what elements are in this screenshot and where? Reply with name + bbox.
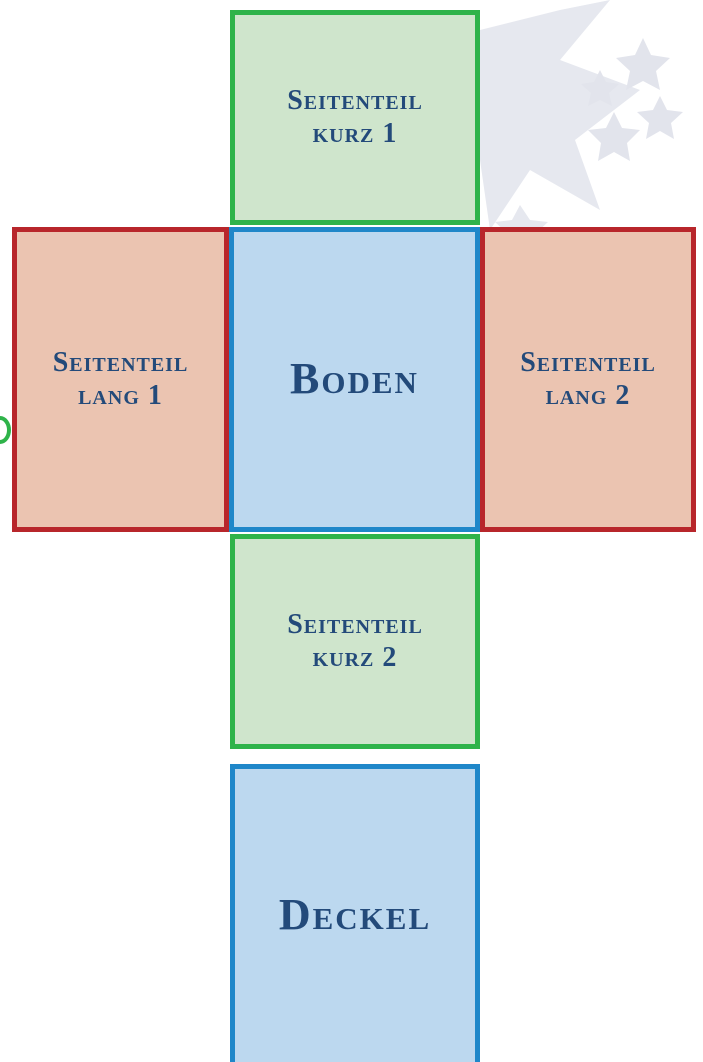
small-star-icon bbox=[588, 112, 640, 161]
panel-label: Seitenteil lang 2 bbox=[520, 347, 656, 411]
panel-label: Seitenteil lang 1 bbox=[52, 347, 189, 411]
panel-label: Seitenteil kurz 1 bbox=[287, 85, 423, 149]
panel-label: Seitenteil kurz 2 bbox=[287, 609, 423, 673]
small-star-icon bbox=[637, 96, 683, 139]
panel-seitenteil-kurz-2: Seitenteil kurz 2 bbox=[230, 534, 480, 749]
small-star-icon bbox=[616, 38, 670, 90]
large-star-icon bbox=[480, 0, 640, 230]
small-star-icon bbox=[581, 70, 619, 106]
panel-seitenteil-lang-2: Seitenteil lang 2 bbox=[480, 227, 696, 532]
panel-seitenteil-lang-1: Seitenteil lang 1 bbox=[12, 227, 229, 532]
panel-boden: Boden bbox=[229, 227, 480, 532]
circle-edge-icon bbox=[0, 416, 11, 444]
panel-label: Boden bbox=[290, 354, 419, 404]
panel-label: Deckel bbox=[278, 890, 432, 940]
panel-deckel: Deckel bbox=[230, 764, 480, 1062]
panel-seitenteil-kurz-1: Seitenteil kurz 1 bbox=[230, 10, 480, 225]
